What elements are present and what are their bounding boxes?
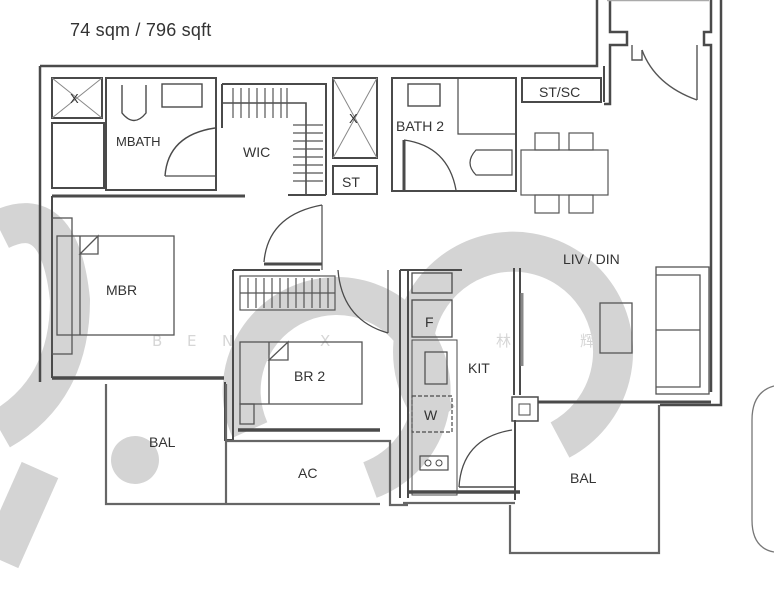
living-furniture	[538, 266, 711, 404]
svg-text:林: 林	[496, 332, 511, 350]
svg-text:X: X	[320, 332, 330, 350]
exterior-walls	[38, 0, 723, 407]
room-label-ac: AC	[298, 465, 317, 481]
room-label-liv-din: LIV / DIN	[563, 251, 620, 267]
dining-table	[520, 132, 609, 214]
room-label-bath2: BATH 2	[396, 118, 444, 134]
room-label-wic: WIC	[243, 144, 270, 160]
top-rooms	[51, 66, 605, 196]
room-label-br2: BR 2	[294, 368, 325, 384]
br2-bed	[239, 340, 363, 425]
fixture-label-shaft-mid: X	[349, 111, 358, 126]
svg-text:B: B	[152, 332, 162, 350]
svg-text:N: N	[222, 332, 233, 350]
room-label-mbath: MBATH	[116, 134, 161, 149]
entrance-door	[631, 45, 698, 101]
room-label-stsc: ST/SC	[539, 84, 580, 100]
room-label-mbr: MBR	[106, 282, 137, 298]
watermark	[0, 203, 634, 569]
watermark-text: B E N X 林 辉	[152, 332, 595, 350]
svg-text:辉: 辉	[580, 332, 595, 350]
unit-area-label: 74 sqm / 796 sqft	[70, 20, 212, 40]
room-labels: MBATH WIC ST BATH 2 ST/SC MBR BR 2 LIV /…	[70, 84, 620, 486]
wic-rails	[232, 88, 323, 182]
room-label-st: ST	[342, 174, 360, 190]
fixture-label-fridge: F	[425, 314, 434, 330]
br2-wardrobe	[239, 275, 336, 311]
svg-text:E: E	[187, 332, 196, 350]
room-label-bal-left: BAL	[149, 434, 176, 450]
fixture-label-shaft: X	[70, 91, 79, 106]
kitchen	[399, 268, 539, 500]
room-label-bal-right: BAL	[570, 470, 597, 486]
mbr-bed	[51, 217, 175, 355]
fixture-label-washer: W	[424, 407, 438, 423]
adjacent-unit-outline	[751, 385, 774, 553]
room-label-kit: KIT	[468, 360, 490, 376]
balconies	[104, 384, 661, 555]
